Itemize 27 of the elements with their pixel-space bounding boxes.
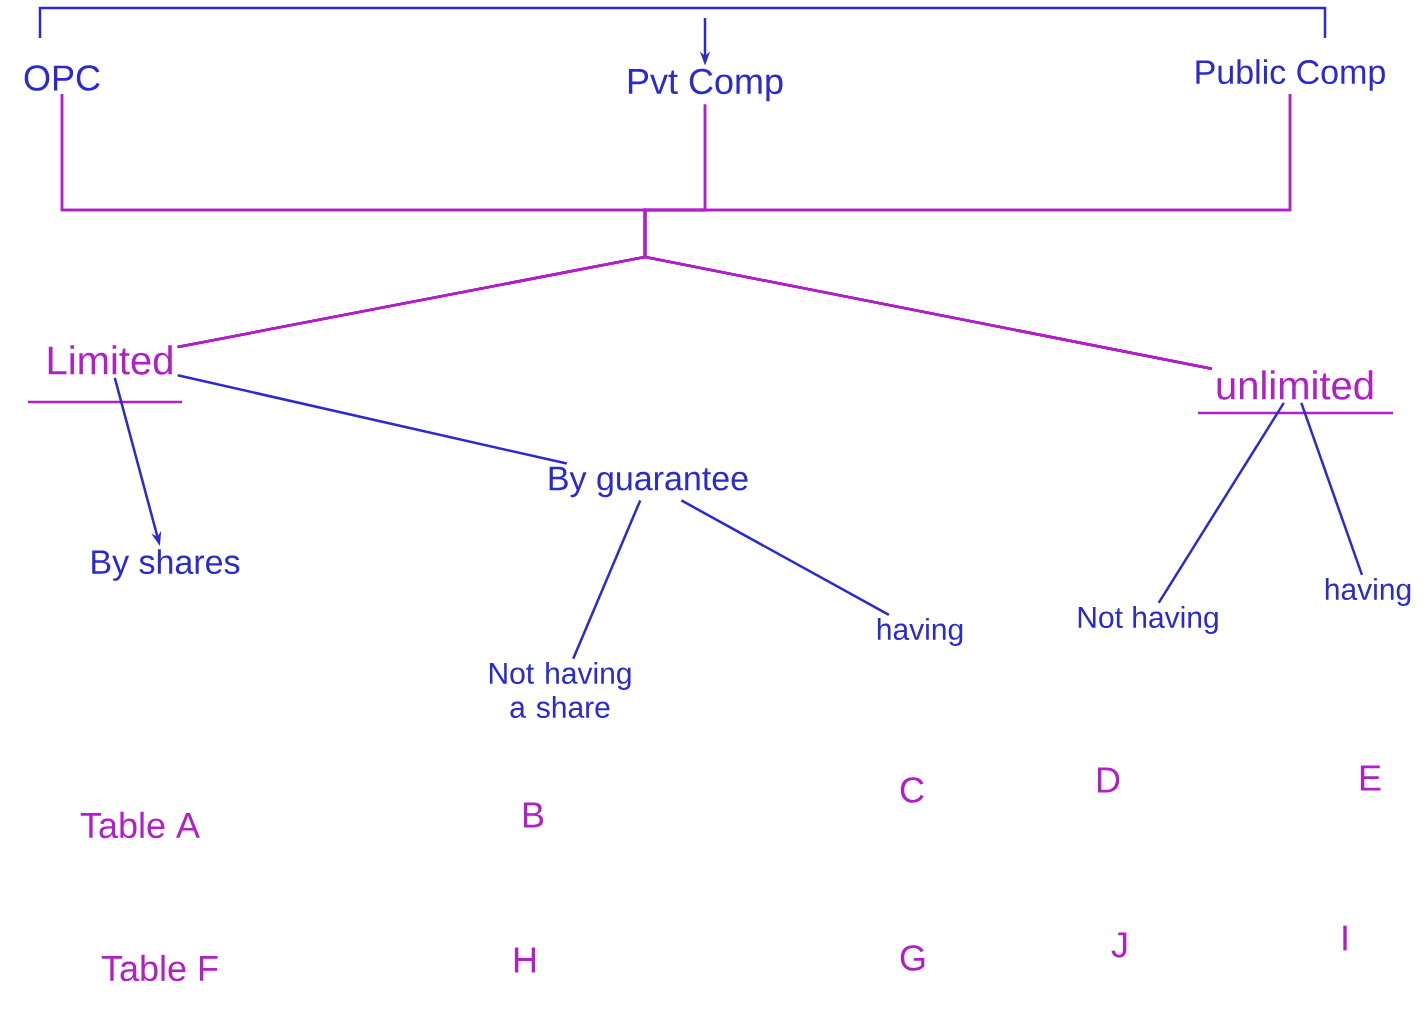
handwritten-label: By shares [92, 549, 240, 581]
table-label: I [1343, 925, 1347, 951]
table-label: Table F [101, 954, 218, 982]
connector-line [680, 499, 890, 616]
handwritten-label: Not having a share [489, 662, 631, 718]
handwritten-label: By guarantee [549, 466, 748, 498]
handwritten-label: Public Comp [1196, 59, 1385, 91]
connector-line [177, 374, 568, 465]
handwritten-label: having [877, 618, 963, 646]
handwritten-label: unlimited [1217, 370, 1373, 400]
handwritten-label: Pvt Comp [628, 68, 783, 102]
connector-line [1300, 402, 1364, 576]
table-label: J [1111, 932, 1127, 958]
handwritten-label: Limited [48, 345, 172, 375]
table-label: C [900, 777, 924, 803]
table-label: D [1097, 767, 1120, 793]
connector-line [572, 499, 642, 660]
table-label: H [514, 947, 536, 973]
handwritten-label: OPC [24, 65, 100, 91]
handwritten-label: having [1325, 578, 1411, 606]
connector-line [643, 94, 1292, 370]
table-label: G [900, 945, 925, 971]
connector-line [1157, 402, 1285, 604]
table-label: E [1360, 765, 1381, 791]
handwritten-label: Not having [1078, 606, 1218, 634]
table-label: B [523, 802, 544, 828]
table-label: Table A [80, 811, 200, 839]
